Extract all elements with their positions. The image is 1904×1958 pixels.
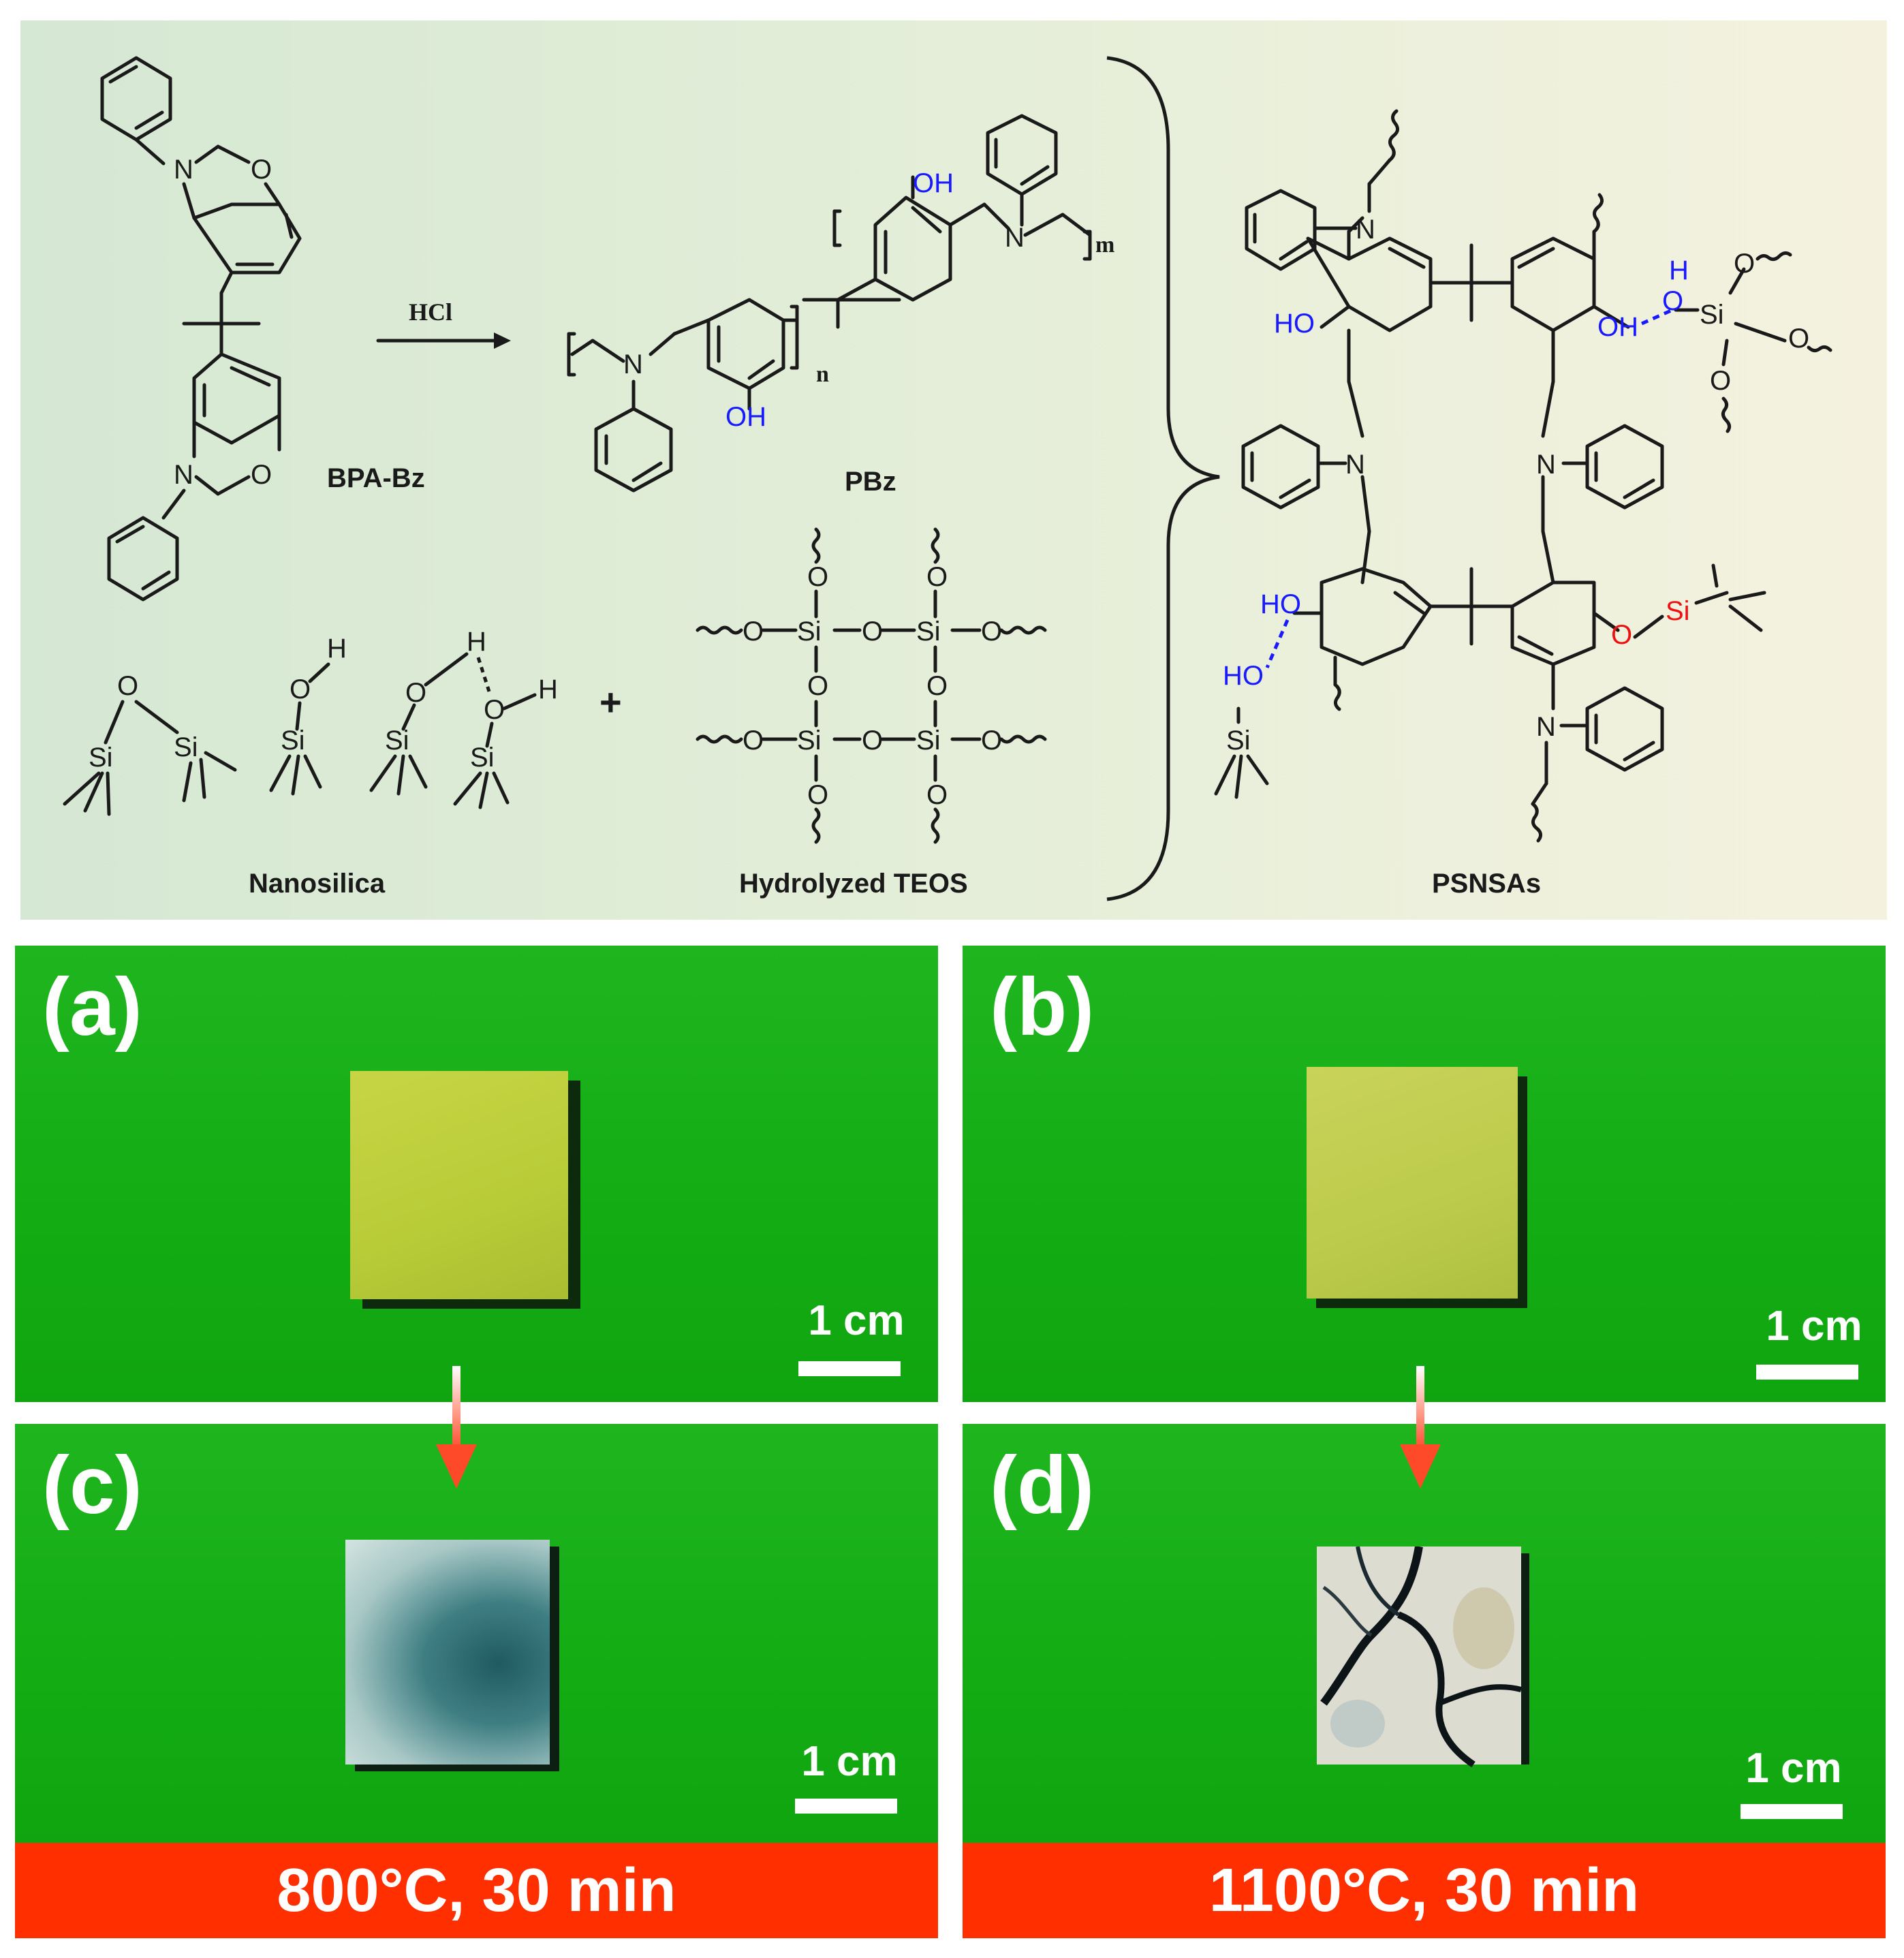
atom-n: N — [1356, 215, 1375, 245]
atom-si: Si — [385, 726, 409, 756]
atom-h: H — [327, 634, 347, 664]
psnsas-o-blue: O — [1662, 286, 1683, 316]
subscript-m: m — [1095, 232, 1114, 258]
atom-o: O — [484, 695, 505, 725]
atom-si: Si — [174, 732, 198, 762]
atom-o: O — [926, 780, 948, 810]
scale-text-a: 1 cm — [808, 1297, 905, 1344]
pbz-oh-top: OH — [913, 168, 954, 198]
teos-label: Hydrolyzed TEOS — [739, 869, 968, 899]
plus-sign: + — [599, 681, 622, 724]
photo-panel-c: (c) 1 cm — [15, 1424, 938, 1843]
atom-n: N — [623, 349, 643, 379]
atom-h: H — [538, 674, 558, 704]
atom-n: N — [1345, 450, 1365, 480]
sample-block-b — [1307, 1067, 1518, 1299]
reaction-arrow — [376, 332, 511, 349]
pbz-structure: N N — [567, 114, 1092, 493]
hydrogen-bond-1 — [1640, 308, 1674, 326]
atom-n: N — [1536, 712, 1556, 742]
panel-label-b: (b) — [990, 961, 1095, 1053]
condition-bar-800: 800°C, 30 min — [15, 1843, 938, 1938]
atom-si: Si — [916, 726, 941, 756]
sample-block-a — [350, 1071, 568, 1299]
psnsas-ho-1: HO — [1274, 309, 1315, 339]
atom-o: O — [862, 726, 883, 756]
nanosilica-label: Nanosilica — [249, 869, 386, 899]
psnsas-ho-2: HO — [1260, 589, 1301, 619]
photo-panel-b: (b) 1 cm — [963, 946, 1886, 1402]
product-label: PSNSAs — [1432, 869, 1541, 899]
atom-o: O — [743, 617, 764, 647]
reagent-label: HCl — [409, 298, 452, 326]
arrow-a-to-c — [436, 1366, 477, 1489]
atom-o: O — [981, 617, 1002, 647]
atom-o: O — [862, 617, 883, 647]
subscript-n: n — [816, 362, 829, 387]
arrow-b-to-d — [1400, 1366, 1441, 1489]
atom-si: Si — [916, 617, 941, 647]
atom-o: O — [926, 562, 948, 592]
atom-si: Si — [281, 726, 305, 756]
atom-o: O — [1734, 249, 1755, 279]
atom-o: O — [251, 460, 272, 490]
atom-n: N — [174, 155, 193, 185]
atom-o: O — [117, 671, 138, 701]
atom-si: Si — [1700, 300, 1724, 330]
scale-text-c: 1 cm — [801, 1738, 898, 1785]
panel-label-c: (c) — [42, 1440, 142, 1531]
scale-text-d: 1 cm — [1745, 1745, 1842, 1792]
monomer-label: BPA-Bz — [327, 463, 425, 493]
atom-o: O — [1710, 366, 1731, 396]
polymer-label: PBz — [845, 467, 896, 497]
atom-si: Si — [470, 743, 495, 773]
psnsas-structure: N N N — [1214, 109, 1832, 843]
psnsas-si-red: Si — [1666, 596, 1690, 626]
photo-panel-d: (d) 1 cm — [963, 1424, 1886, 1843]
scale-bar-c — [795, 1799, 897, 1814]
atom-h: H — [467, 627, 486, 657]
psnsas-h: H — [1669, 255, 1689, 285]
atom-n: N — [174, 460, 193, 490]
atom-o: O — [807, 780, 828, 810]
atom-o: O — [807, 671, 828, 701]
atom-o: O — [807, 562, 828, 592]
atom-o: O — [1788, 324, 1809, 354]
atom-o: O — [981, 726, 1002, 756]
bpa-bz-structure: N O N O — [100, 56, 302, 602]
scheme-background — [20, 20, 1887, 920]
grouping-brace — [1106, 56, 1220, 901]
psnsas-ho-3: HO — [1223, 661, 1264, 691]
atom-o: O — [251, 155, 272, 185]
atom-o: O — [926, 671, 948, 701]
hydrogen-bond-2 — [1265, 619, 1290, 668]
atom-si: Si — [1226, 726, 1251, 756]
pbz-oh-bottom: OH — [725, 402, 766, 432]
nanosilica-structure: O Si Si O H Si O H Si O H Si — [63, 627, 558, 816]
photo-panel-a: (a) 1 cm — [15, 946, 938, 1402]
panel-label-a: (a) — [42, 961, 142, 1053]
atom-o: O — [405, 678, 426, 708]
panel-label-d: (d) — [990, 1440, 1095, 1531]
scale-bar-a — [798, 1361, 901, 1376]
sample-block-c — [345, 1540, 550, 1765]
teos-structure: Si Si Si Si O O O O O O O O O O O O — [696, 527, 1047, 844]
atom-si: Si — [89, 743, 113, 773]
atom-si: Si — [797, 617, 822, 647]
reaction-scheme: N O N O BPA-Bz HCl — [20, 20, 1887, 920]
psnsas-o-red: O — [1611, 620, 1632, 650]
sample-block-d — [1317, 1547, 1529, 1768]
atom-si: Si — [797, 726, 822, 756]
scale-text-b: 1 cm — [1766, 1303, 1862, 1350]
psnsas-oh-1: OH — [1597, 312, 1638, 342]
atom-o: O — [743, 726, 764, 756]
scale-bar-d — [1741, 1804, 1843, 1819]
scale-bar-b — [1756, 1365, 1858, 1380]
atom-n: N — [1536, 450, 1556, 480]
atom-o: O — [290, 674, 311, 704]
condition-bar-1100: 1100°C, 30 min — [963, 1843, 1886, 1938]
